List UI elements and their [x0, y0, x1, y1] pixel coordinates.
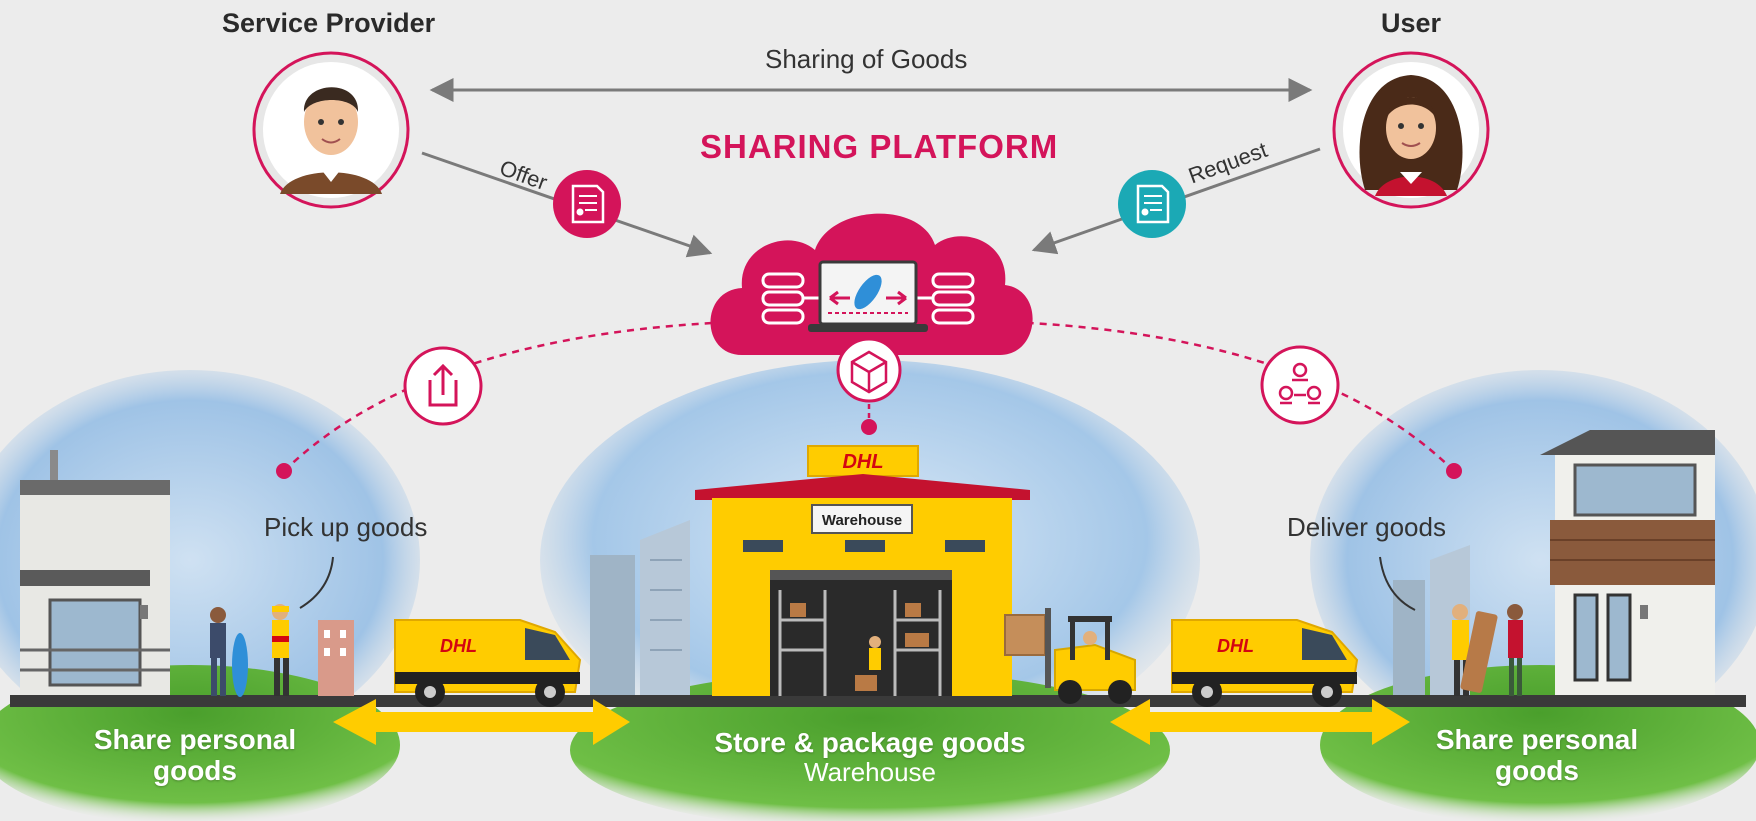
left-double-arrow	[333, 699, 630, 745]
dhl-warehouse: DHL Warehouse	[695, 445, 1030, 696]
right-scene-caption: Share personal goods	[1435, 724, 1639, 786]
pickup-goods-label: Pick up goods	[264, 512, 428, 542]
offer-document-icon	[553, 170, 621, 238]
service-provider-label: Service Provider	[222, 8, 436, 38]
deliver-goods-label: Deliver goods	[1287, 512, 1446, 542]
warehouse-logo: DHL	[842, 451, 883, 473]
network-people-icon	[1260, 345, 1340, 425]
left-van-logo: DHL	[440, 636, 477, 656]
user-label: User	[1381, 8, 1442, 38]
sharing-of-goods-label: Sharing of Goods	[765, 44, 968, 74]
package-box-icon	[836, 337, 902, 403]
provider-avatar	[252, 51, 410, 209]
center-scene-subcaption: Warehouse	[804, 757, 936, 787]
forklift-illustration	[1004, 608, 1136, 704]
platform-title: SHARING PLATFORM	[700, 128, 1059, 165]
warehouse-node	[861, 419, 877, 435]
center-scene-caption: Store & package goods	[714, 727, 1026, 758]
deliver-callout-line	[1379, 556, 1416, 611]
right-double-arrow	[1110, 699, 1410, 745]
request-document-icon	[1118, 170, 1186, 238]
left-dhl-van: DHL	[394, 619, 582, 707]
right-dhl-van: DHL	[1171, 619, 1359, 707]
deliver-connector	[1029, 321, 1455, 472]
deliver-node	[1446, 463, 1462, 479]
right-van-logo: DHL	[1217, 636, 1254, 656]
pickup-callout-line	[299, 556, 334, 609]
user-avatar	[1332, 51, 1490, 209]
pickup-connector	[283, 321, 713, 472]
city-skyline-center	[590, 520, 690, 695]
upload-icon	[403, 346, 483, 426]
left-house-illustration	[20, 450, 170, 695]
left-scene-caption: Share personal goods	[93, 724, 297, 786]
laptop-icon	[808, 260, 928, 332]
warehouse-sign-label: Warehouse	[822, 512, 902, 529]
pickup-node	[276, 463, 292, 479]
provider-handover-illustration	[210, 604, 354, 697]
road	[10, 695, 1746, 707]
right-house-illustration	[1540, 430, 1715, 695]
sharing-platform-cloud	[710, 213, 1033, 355]
